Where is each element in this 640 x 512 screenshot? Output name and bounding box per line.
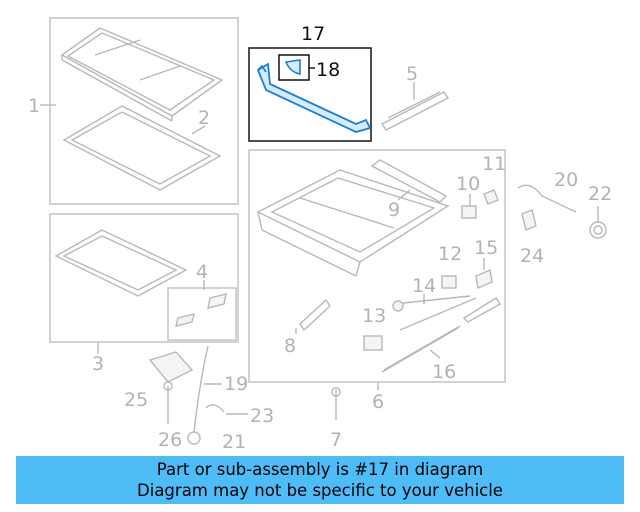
rail-part-9 <box>370 159 448 203</box>
callout-21: 21 <box>222 431 246 453</box>
callout-23: 23 <box>250 405 274 427</box>
bolt-part-26 <box>163 381 173 424</box>
sunshade-part <box>54 229 188 297</box>
callout-14: 14 <box>412 275 436 297</box>
parts-diagram: 1 2 3 4 5 6 7 8 9 10 11 12 13 14 15 16 1… <box>28 17 612 453</box>
clip-part-12 <box>441 275 457 289</box>
clip-part-18 <box>278 54 310 81</box>
callout-6: 6 <box>372 391 384 413</box>
rail-part-5 <box>380 91 450 131</box>
clip-subbox <box>167 287 237 341</box>
callout-4: 4 <box>196 261 208 283</box>
bolt-part-7 <box>331 387 341 420</box>
elbow-part-23 <box>205 404 225 413</box>
hose-part-20 <box>517 184 577 213</box>
callout-5: 5 <box>406 63 418 85</box>
shade-group-box <box>49 213 239 343</box>
callout-16: 16 <box>432 361 456 383</box>
bracket-part-11 <box>483 189 499 205</box>
hose-clamp-part-21 <box>187 431 201 445</box>
callout-3: 3 <box>92 353 104 375</box>
callout-22: 22 <box>588 183 612 205</box>
callout-7: 7 <box>330 429 342 451</box>
link-part-15 <box>462 269 502 323</box>
callout-25: 25 <box>124 389 148 411</box>
callout-15: 15 <box>474 237 498 259</box>
motor-part-13 <box>363 335 383 351</box>
leader-2 <box>191 125 206 135</box>
callout-24: 24 <box>520 245 544 267</box>
banner-line-2: Diagram may not be specific to your vehi… <box>137 481 503 500</box>
clip-part-24 <box>521 209 537 231</box>
banner-line-1: Part or sub-assembly is #17 in diagram <box>156 460 484 479</box>
callout-18: 18 <box>316 59 340 81</box>
glass-seal-part <box>62 105 222 191</box>
callout-2: 2 <box>198 107 210 129</box>
callout-8: 8 <box>284 335 296 357</box>
callout-1: 1 <box>28 95 40 117</box>
drain-hose-part-17 <box>256 62 372 133</box>
callout-12: 12 <box>438 243 462 265</box>
callout-11: 11 <box>482 153 506 175</box>
cable-part-14 <box>392 295 477 331</box>
info-banner: Part or sub-assembly is #17 in diagram D… <box>16 456 624 504</box>
callout-9: 9 <box>388 199 400 221</box>
callout-13: 13 <box>362 305 386 327</box>
callout-19: 19 <box>224 373 248 395</box>
grommet-part-22 <box>589 221 607 239</box>
glass-group-box <box>49 17 239 205</box>
drain-hose-part-19 <box>193 345 209 433</box>
highlight-group-box <box>248 47 372 142</box>
sunroof-frame-part <box>256 169 450 277</box>
frame-group-box <box>248 149 506 383</box>
bracket-part-8 <box>299 298 331 332</box>
callout-10: 10 <box>456 173 480 195</box>
callout-17: 17 <box>301 23 325 45</box>
leader-9 <box>397 189 411 201</box>
module-part-25 <box>148 351 194 383</box>
callout-26: 26 <box>158 429 182 451</box>
clip-part <box>175 293 227 327</box>
callout-20: 20 <box>554 169 578 191</box>
glass-panel-part <box>60 27 224 122</box>
cable-part-16 <box>381 325 461 373</box>
bracket-part-10 <box>461 205 477 219</box>
